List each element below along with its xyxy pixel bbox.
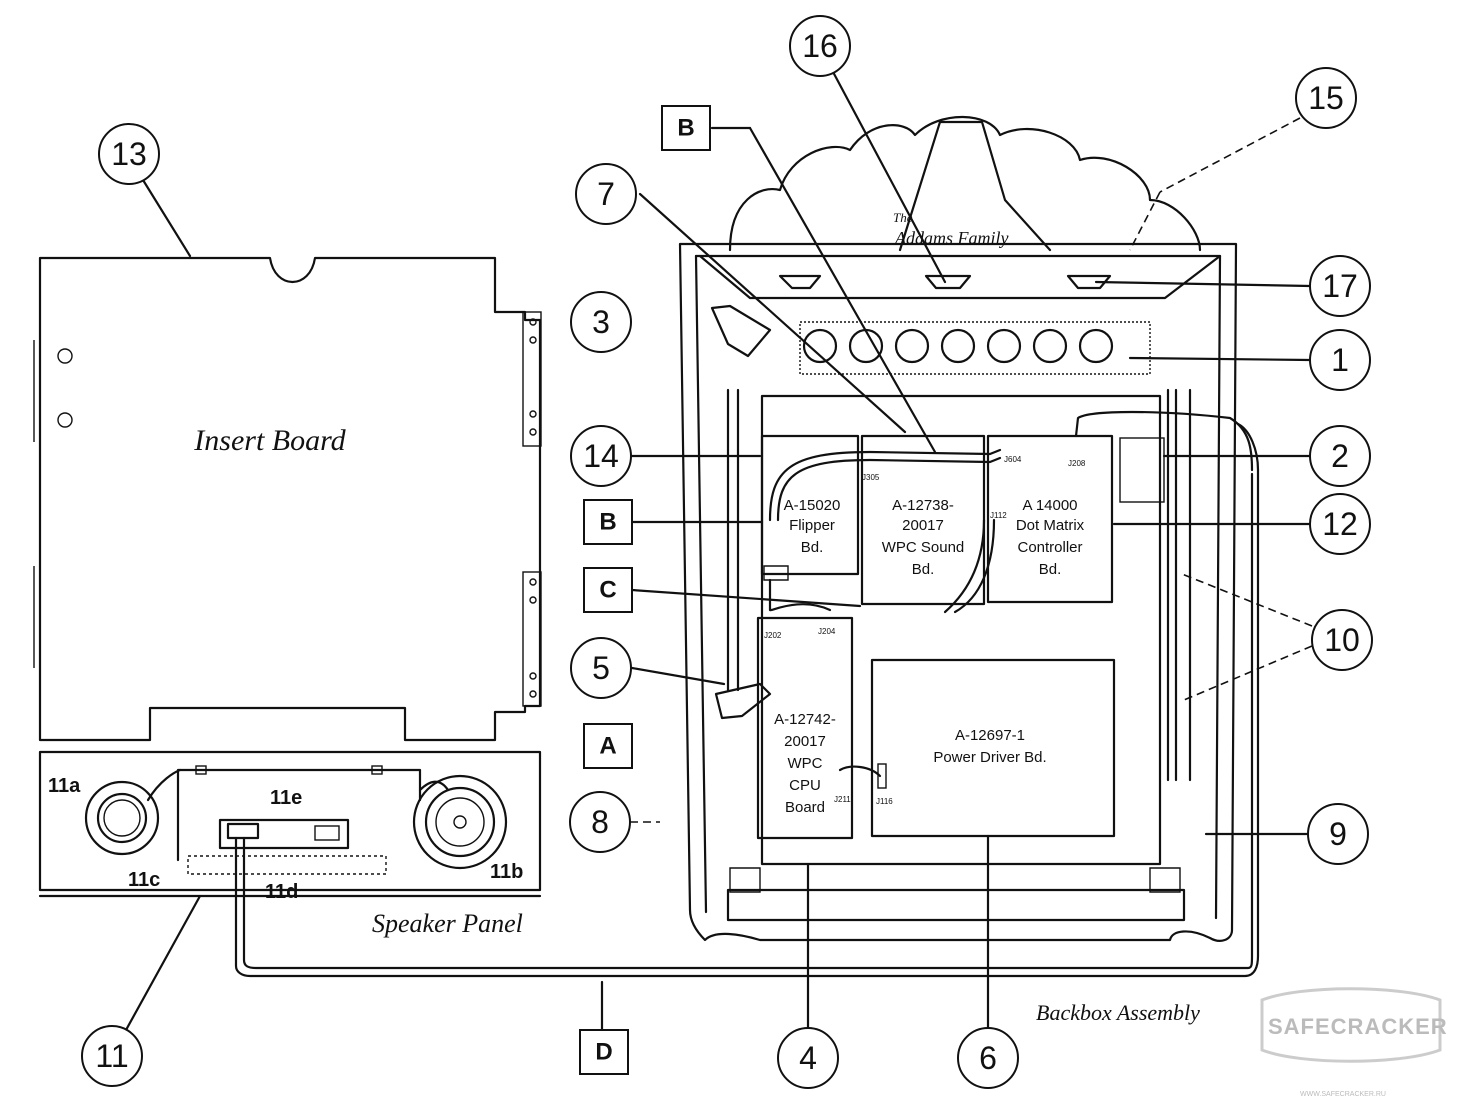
callout-15: 15 xyxy=(1295,67,1357,129)
callout-16-label: 16 xyxy=(802,28,838,64)
callout-6-label: 6 xyxy=(979,1040,997,1076)
callout-4-label: 4 xyxy=(799,1040,817,1076)
backbox-assembly: The Addams Family xyxy=(678,115,1254,1025)
callout-12-label: 12 xyxy=(1322,506,1358,542)
insert-board: Insert Board xyxy=(33,256,542,742)
callout-4: 4 xyxy=(777,1027,839,1089)
callout-12: 12 xyxy=(1309,493,1371,555)
callout-10: 10 xyxy=(1311,609,1373,671)
letter-a-label: A xyxy=(599,733,616,760)
watermark-logo: SAFECRACKER WWW.SAFECRACKER.RU xyxy=(1260,987,1448,1098)
letter-d: D xyxy=(579,1029,629,1075)
cpu-board-line5: Board xyxy=(785,799,825,816)
speaker-11d: 11d xyxy=(265,881,298,903)
cpu-board-line2: 20017 xyxy=(784,733,826,750)
conn-j604: J604 xyxy=(1004,455,1022,464)
callout-14-label: 14 xyxy=(583,438,619,474)
callout-11: 11 xyxy=(81,1025,143,1087)
letter-d-label: D xyxy=(595,1039,612,1066)
callout-8-label: 8 xyxy=(591,804,609,840)
backbox-title: Backbox Assembly xyxy=(1036,1000,1200,1025)
flipper-board-line2: Flipper xyxy=(789,517,835,534)
cpu-board-line4: CPU xyxy=(789,777,821,794)
callout-9-label: 9 xyxy=(1329,816,1347,852)
speaker-11c: 11c xyxy=(128,869,160,891)
conn-j208: J208 xyxy=(1068,459,1086,468)
letter-b-top: B xyxy=(661,105,711,151)
conn-j112: J112 xyxy=(990,511,1007,520)
watermark-brand: SAFECRACKER xyxy=(1268,1014,1448,1039)
cpu-board xyxy=(756,616,854,840)
callout-14: 14 xyxy=(570,425,632,487)
sound-board-line1: A-12738- xyxy=(892,497,954,514)
dmd-board-line1: A 14000 xyxy=(1022,497,1077,514)
watermark-url: WWW.SAFECRACKER.RU xyxy=(1300,1091,1386,1098)
callout-5: 5 xyxy=(570,637,632,699)
callout-6: 6 xyxy=(957,1027,1019,1089)
callout-17: 17 xyxy=(1309,255,1371,317)
callout-3: 3 xyxy=(570,291,632,353)
insert-board-title: Insert Board xyxy=(193,424,346,457)
conn-j202: J202 xyxy=(764,631,782,640)
callout-3-label: 3 xyxy=(592,304,610,340)
callout-1: 1 xyxy=(1309,329,1371,391)
speaker-panel-title: Speaker Panel xyxy=(372,909,523,938)
flipper-board-line3: Bd. xyxy=(801,539,824,556)
callout-2-label: 2 xyxy=(1331,438,1349,474)
callout-2: 2 xyxy=(1309,425,1371,487)
dmd-board-line3: Controller xyxy=(1017,539,1082,556)
callout-13: 13 xyxy=(98,123,160,185)
flipper-board xyxy=(760,434,860,576)
power-board-line1: A-12697-1 xyxy=(955,727,1025,744)
speaker-11b: 11b xyxy=(490,861,523,883)
dmd-controller-board xyxy=(986,434,1114,604)
dmd-board-line4: Bd. xyxy=(1039,561,1062,578)
sound-board-line4: Bd. xyxy=(912,561,935,578)
callout-9: 9 xyxy=(1307,803,1369,865)
callout-5-label: 5 xyxy=(592,650,610,686)
letter-b-mid: B xyxy=(583,499,633,545)
conn-j211: J211 xyxy=(834,795,851,804)
callout-16: 16 xyxy=(789,15,851,77)
cpu-board-line3: WPC xyxy=(788,755,823,772)
speaker-11a: 11a xyxy=(48,775,81,797)
sound-board-line2: 20017 xyxy=(902,517,944,534)
letter-b-top-label: B xyxy=(677,115,694,142)
callout-7: 7 xyxy=(575,163,637,225)
speaker-panel: 11a 11b 11c 11d 11e Speaker Panel xyxy=(38,750,542,938)
callout-13-label: 13 xyxy=(111,136,147,172)
sound-board-line3: WPC Sound xyxy=(882,539,965,556)
letter-a: A xyxy=(583,723,633,769)
callout-8: 8 xyxy=(569,791,631,853)
dmd-board-line2: Dot Matrix xyxy=(1016,517,1085,534)
leader-lines xyxy=(124,68,1313,1032)
conn-j116: J116 xyxy=(876,797,893,806)
letter-c-label: C xyxy=(599,577,616,604)
callout-17-label: 17 xyxy=(1322,268,1358,304)
callout-7-label: 7 xyxy=(597,176,615,212)
letter-c: C xyxy=(583,567,633,613)
letter-b-mid-label: B xyxy=(599,509,616,536)
conn-j204: J204 xyxy=(818,627,836,636)
conn-j305: J305 xyxy=(862,473,880,482)
power-driver-board xyxy=(870,658,1116,838)
callout-1-label: 1 xyxy=(1331,342,1349,378)
callout-15-label: 15 xyxy=(1308,80,1344,116)
speaker-11e: 11e xyxy=(270,787,302,809)
callout-11-label: 11 xyxy=(95,1038,128,1074)
cpu-board-line1: A-12742- xyxy=(774,711,836,728)
callout-10-label: 10 xyxy=(1324,622,1360,658)
flipper-board-line1: A-15020 xyxy=(784,497,841,514)
power-board-line2: Power Driver Bd. xyxy=(933,749,1046,766)
